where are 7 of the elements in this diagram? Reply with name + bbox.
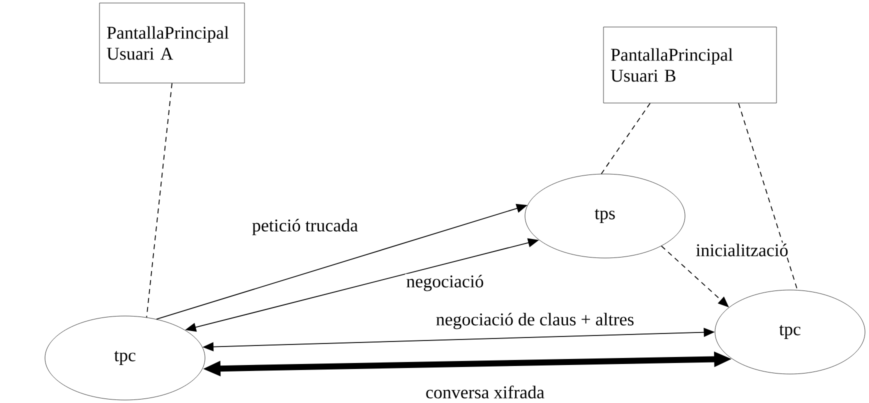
edge-label: inicialització — [694, 242, 790, 258]
edge-label: negociació — [405, 274, 485, 292]
edge-label: conversa xifrada — [424, 384, 546, 400]
screen-box: PantallaPrincipal Usuari B — [603, 26, 777, 104]
screen-box: PantallaPrincipal Usuari A — [99, 2, 245, 84]
edge-label: negociació de claus + altres — [434, 312, 636, 330]
edge-label: petició trucada — [250, 218, 360, 236]
